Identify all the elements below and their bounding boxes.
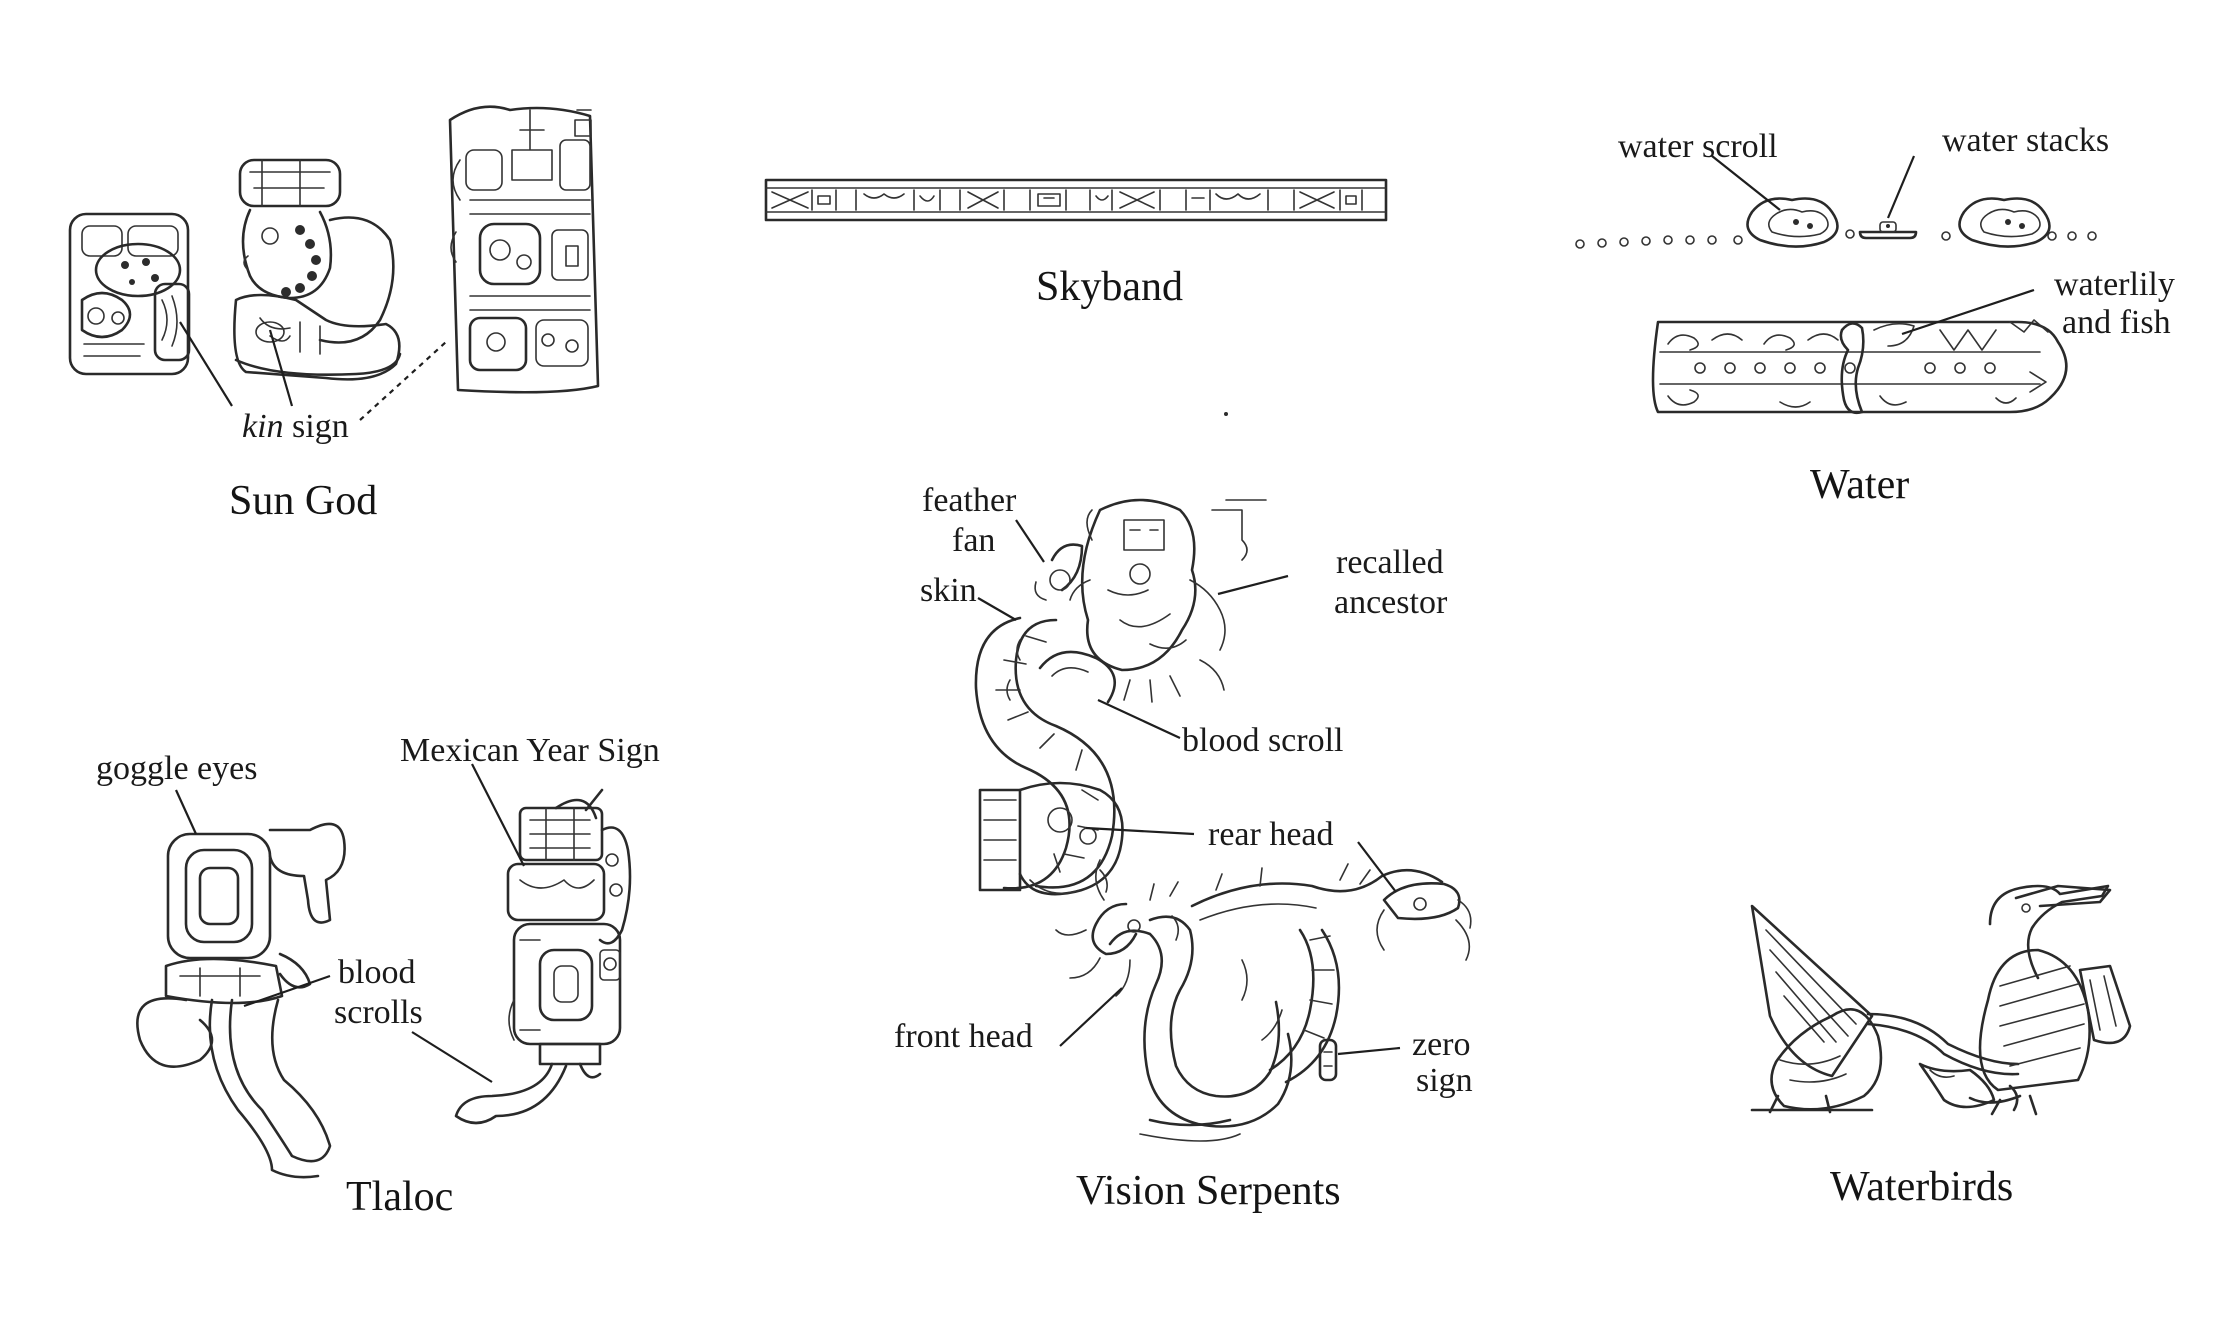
stray-mark bbox=[1224, 412, 1228, 416]
rear-head bbox=[978, 781, 1124, 896]
lower-serpent bbox=[1055, 859, 1472, 1142]
water-caption: Water bbox=[1810, 462, 1910, 508]
zero-sign-label-line2: sign bbox=[1416, 1062, 1473, 1099]
zero-sign-leader bbox=[1337, 1046, 1401, 1056]
skyband-drawing bbox=[764, 178, 1388, 222]
waterbirds-drawing bbox=[1750, 884, 2132, 1116]
tlaloc-caption: Tlaloc bbox=[346, 1174, 454, 1220]
blood-scrolls-label-line1: blood bbox=[338, 954, 416, 991]
rear-head-leader bbox=[1085, 826, 1195, 836]
blood-scrolls-leader-right bbox=[411, 1031, 493, 1083]
goggle-eyes-label: goggle eyes bbox=[96, 750, 258, 787]
tlaloc-drawing bbox=[136, 763, 632, 1179]
feather-fan-leader bbox=[1015, 519, 1045, 563]
vision-serpents-caption: Vision Serpents bbox=[1076, 1168, 1341, 1214]
kin-sign-rest-text: sign bbox=[283, 408, 349, 445]
skin-leader bbox=[977, 597, 1017, 621]
water-scroll-right bbox=[1958, 197, 2051, 248]
front-head-leader bbox=[1059, 987, 1123, 1047]
waterbirds-caption: Waterbirds bbox=[1830, 1164, 2014, 1210]
zero-sign-label-line1: zero bbox=[1412, 1026, 1471, 1063]
kin-italic-text: kin bbox=[242, 408, 284, 445]
right-bird bbox=[1918, 884, 2132, 1116]
sun-god-caption: Sun God bbox=[229, 478, 378, 524]
kin-sign-leader-mid bbox=[268, 329, 294, 407]
water-scroll-leader bbox=[1711, 155, 1781, 211]
upper-serpent bbox=[974, 498, 1267, 890]
sun-god-drawing bbox=[68, 105, 600, 421]
water-band bbox=[1651, 319, 2068, 415]
skin-label: skin bbox=[920, 572, 977, 609]
waterlily-label-line1: waterlily bbox=[2054, 266, 2175, 303]
tlaloc-year-sign-figure bbox=[454, 788, 632, 1125]
mexican-year-sign-leader bbox=[471, 763, 525, 867]
vision-serpents-drawing bbox=[974, 498, 1472, 1142]
recalled-ancestor-leader bbox=[1217, 574, 1289, 596]
feather-label-line2: fan bbox=[952, 522, 996, 559]
kin-sign-leader-left bbox=[179, 321, 233, 407]
sun-god-column bbox=[448, 105, 600, 394]
rear-head-leader-2 bbox=[1357, 841, 1397, 893]
waterlily-leader bbox=[1901, 288, 2035, 336]
recalled-label-line1: recalled bbox=[1336, 544, 1444, 581]
sun-god-glyph-head bbox=[68, 212, 191, 376]
mexican-year-sign-label: Mexican Year Sign bbox=[400, 732, 660, 769]
sun-god-kin-sign-label: kin sign bbox=[242, 410, 349, 444]
skyband-caption: Skyband bbox=[1036, 264, 1183, 310]
water-dot-row bbox=[1575, 229, 2097, 249]
water-scroll-label: water scroll bbox=[1618, 128, 1778, 165]
water-scroll-left bbox=[1746, 197, 1839, 248]
tlaloc-goggle-figure bbox=[136, 822, 346, 1179]
blood-scroll-leader bbox=[1097, 699, 1181, 739]
kin-sign-leader-right bbox=[359, 341, 447, 421]
waterlily-label-line2: and fish bbox=[2062, 304, 2171, 341]
rear-head-label: rear head bbox=[1208, 816, 1334, 853]
blood-scrolls-leader-left bbox=[243, 974, 331, 1008]
sun-god-seated-figure bbox=[233, 158, 402, 381]
blood-scroll-label: blood scroll bbox=[1182, 722, 1344, 759]
water-stacks-label: water stacks bbox=[1942, 122, 2110, 159]
left-bird bbox=[1750, 904, 2020, 1114]
front-head-label: front head bbox=[894, 1018, 1033, 1055]
water-stacks-leader bbox=[1886, 155, 1916, 219]
recalled-label-line2: ancestor bbox=[1334, 584, 1448, 621]
goggle-eyes-leader bbox=[174, 789, 198, 835]
feather-label-line1: feather bbox=[922, 482, 1017, 519]
water-drawing bbox=[1575, 155, 2097, 415]
water-stacks-symbol bbox=[1858, 221, 1918, 240]
blood-scrolls-label-line2: scrolls bbox=[334, 994, 423, 1031]
